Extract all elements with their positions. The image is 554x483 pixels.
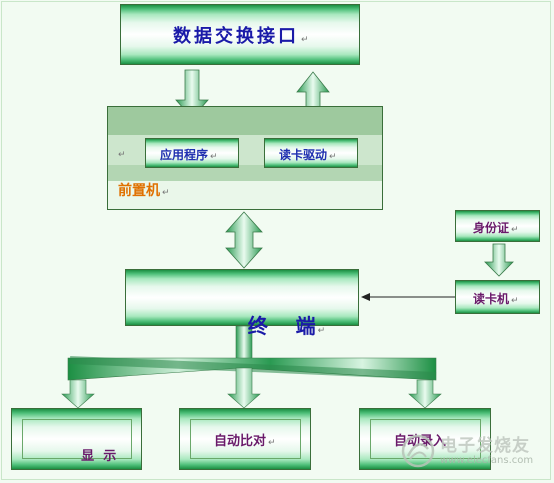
reader-driver-box: 读卡驱动↵	[264, 138, 358, 168]
display-inner-frame	[22, 419, 132, 459]
para-mark-icon: ↵	[301, 35, 312, 45]
auto-compare-inner-frame	[190, 419, 301, 459]
para-mark-icon: ↵	[329, 152, 337, 162]
auto-compare-box: 自动比对↵	[179, 408, 311, 470]
id-card-box: 身份证↵	[455, 210, 540, 242]
id-card-label: 身份证	[473, 221, 510, 235]
watermark-logo-icon	[401, 434, 435, 468]
app-program-label: 应用程序	[160, 148, 209, 162]
display-label: 显 示	[81, 449, 117, 464]
arrow-double-front-terminal	[225, 211, 263, 269]
terminal-label: 终 端	[247, 314, 316, 338]
display-box: 显 示	[11, 408, 142, 470]
front-machine-band-low	[108, 165, 382, 181]
card-reader-label: 读卡机	[473, 292, 510, 306]
data-exchange-label: 数据交换接口	[173, 26, 299, 47]
terminal-box: 终 端↵	[125, 269, 359, 338]
watermark-brand: 电子发烧友	[440, 436, 530, 456]
reader-driver-label: 读卡驱动	[279, 148, 328, 162]
para-mark-icon: ↵	[268, 438, 276, 448]
arrow-down-idcard-to-reader	[484, 243, 514, 277]
watermark-site: www.elecfans.com	[440, 455, 534, 466]
para-mark-icon: ↵	[118, 150, 126, 160]
para-mark-icon: ↵	[511, 296, 519, 306]
front-machine-label: 前置机	[118, 183, 160, 199]
arrow-down-to-entry	[408, 379, 442, 409]
app-program-box: 应用程序↵	[145, 138, 239, 168]
card-reader-box: 读卡机↵	[455, 280, 540, 314]
para-mark-icon: ↵	[511, 225, 519, 235]
auto-entry-box: 自动录入	[359, 408, 491, 470]
para-mark-icon: ↵	[317, 326, 326, 336]
front-machine-band-top	[108, 107, 382, 135]
para-mark-icon: ↵	[210, 152, 218, 162]
auto-entry-inner-frame	[370, 419, 481, 459]
data-exchange-box: 数据交换接口↵	[120, 4, 360, 65]
watermark: 电子发烧友 www.elecfans.com	[398, 429, 548, 477]
arrow-down-to-compare	[227, 367, 261, 409]
auto-compare-label: 自动比对	[214, 434, 267, 449]
arrow-down-to-display	[61, 379, 95, 409]
para-mark-icon: ↵	[162, 188, 170, 198]
arrowhead-reader-to-terminal	[361, 293, 370, 301]
distribution-diagonal	[69, 356, 437, 380]
